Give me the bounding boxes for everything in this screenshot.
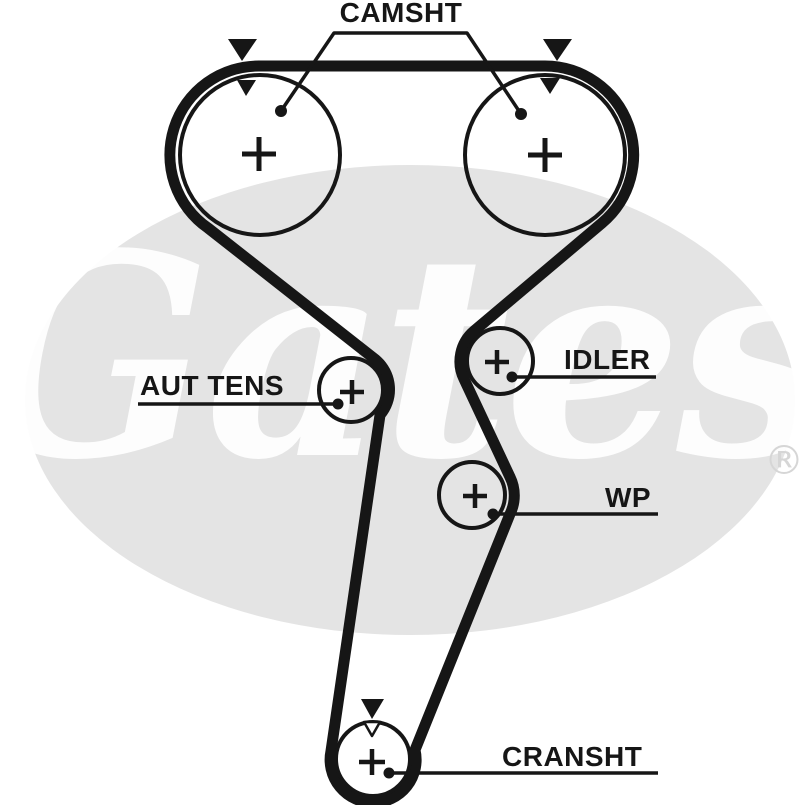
- timing-triangle-cam-right-outer: [543, 39, 572, 61]
- timing-triangle-cam-right-inner: [540, 78, 560, 94]
- camshaft-left-leader-dot: [275, 105, 287, 117]
- water-pump-pulley: [437, 460, 507, 530]
- idler-pulley: [465, 326, 535, 396]
- water-pump-label: WP: [605, 482, 651, 513]
- timing-belt-path: [164, 60, 640, 805]
- watermark-brand-script: Gates: [0, 193, 805, 522]
- marks-and-labels: CAMSHT AUT TENS IDLER WP CRANSHT: [140, 0, 651, 779]
- crankshaft-notch-mark: [362, 720, 382, 738]
- camshaft-label: CAMSHT: [340, 0, 463, 28]
- plus-marker-water-pump: [463, 484, 487, 508]
- watermark-oval: [25, 165, 795, 635]
- plus-marker-idler: [485, 350, 509, 374]
- timing-triangle-cam-left-inner: [237, 80, 256, 96]
- timing-triangle-cam-left-outer: [228, 39, 257, 61]
- water-pump-leader-dot: [487, 508, 499, 520]
- camshaft-label-bracket: [279, 31, 523, 115]
- auto-tensioner-leader-dot: [332, 398, 344, 410]
- camshaft-right-leader-dot: [515, 108, 527, 120]
- crankshaft-label: CRANSHT: [502, 741, 642, 772]
- timing-triangle-crankshaft: [361, 699, 384, 719]
- camshaft-right-pulley: [463, 73, 627, 237]
- gates-watermark: Gates ®: [0, 165, 805, 635]
- plus-marker-crankshaft: [359, 749, 385, 775]
- registered-trademark-icon: ®: [764, 438, 804, 484]
- plus-marker-camshaft-left: [242, 137, 276, 171]
- camshaft-left-pulley: [178, 73, 342, 237]
- belt-linework: [138, 31, 658, 805]
- plus-marker-camshaft-right: [528, 138, 562, 172]
- auto-tensioner-pulley: [317, 356, 385, 424]
- idler-leader-dot: [506, 371, 518, 383]
- idler-label: IDLER: [564, 344, 651, 375]
- auto-tensioner-label: AUT TENS: [140, 370, 284, 401]
- plus-marker-auto-tensioner: [340, 380, 364, 404]
- crankshaft-leader-dot: [383, 767, 395, 779]
